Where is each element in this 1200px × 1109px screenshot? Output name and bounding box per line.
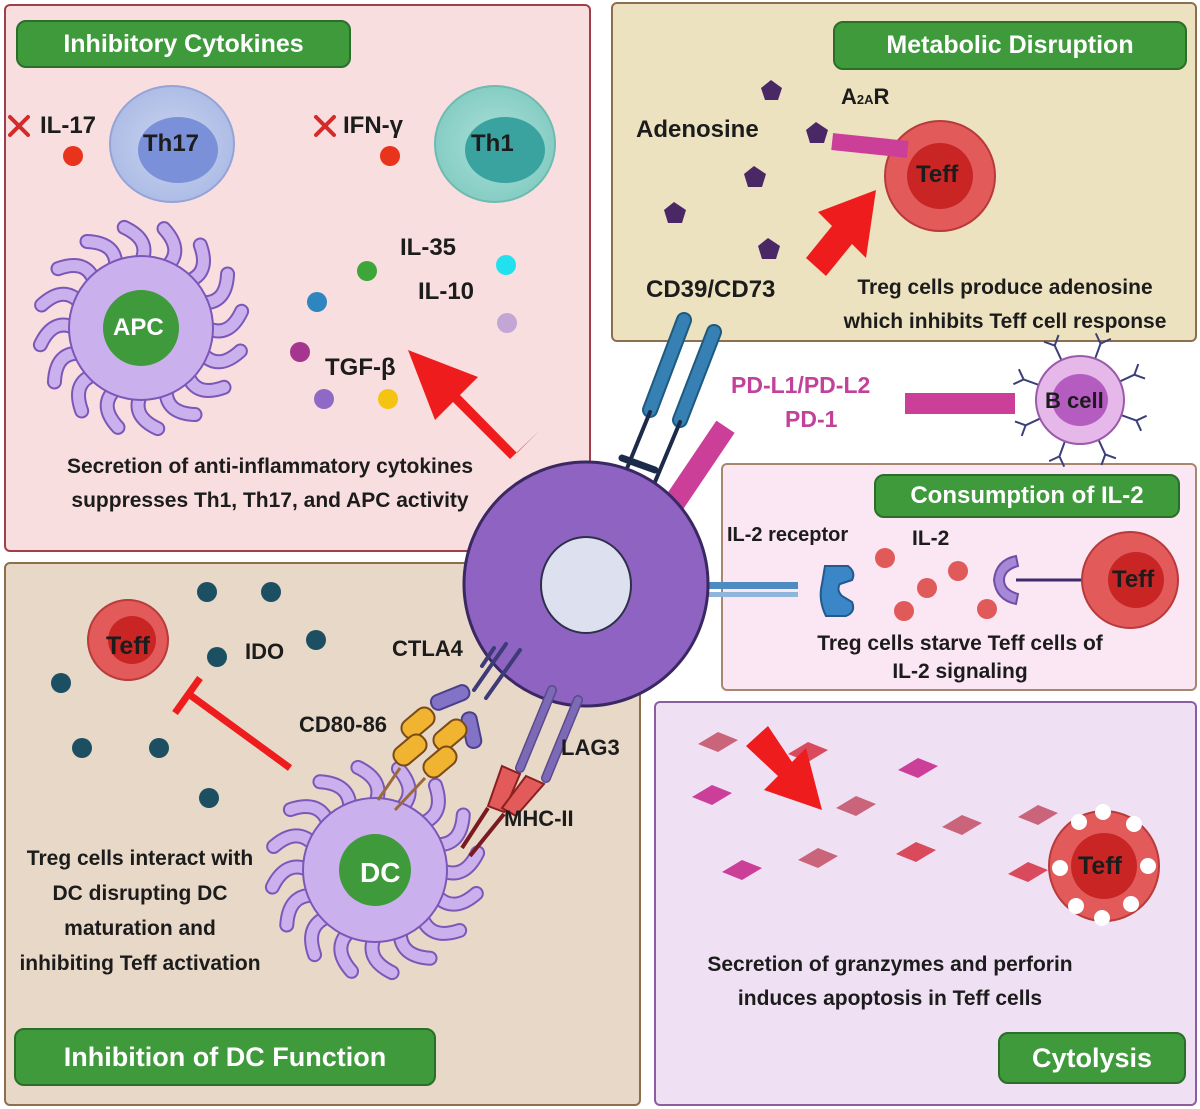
il2-receptor [819,565,855,617]
treg-cell [462,460,710,708]
cytokine-arrow [408,350,540,459]
pd1-receptor [659,420,735,518]
il35-label: IL-35 [400,234,457,261]
il2-label: IL-2 [912,527,950,550]
il17-label: IL-17 [40,112,97,139]
il2-receptor-label: IL-2 receptor [727,524,849,546]
cytolysis-caption-line2: induces apoptosis in Teff cells [737,987,1043,1010]
ifng-dot [380,146,400,166]
dc-caption-line2: DC disrupting DC [52,882,228,905]
b-cell [1012,332,1148,468]
inhibitory-cytokines-title: Inhibitory Cytokines [16,20,351,68]
th17-cell [109,85,235,203]
dc-caption-line1: Treg cells interact with [26,847,254,870]
dc-cell [264,759,486,981]
ido-label: IDO [245,639,285,664]
il2-receptor-stem [686,582,798,597]
il2-caption-line2: IL-2 signaling [892,660,1028,683]
mhc2-ligand [460,764,546,858]
teff-label-cytolysis: Teff [1078,852,1122,880]
teff-il2-receptor [992,554,1020,606]
adenosine-arrow [806,190,876,276]
cytokines-caption-line2: suppresses Th1, Th17, and APC activity [71,489,469,512]
pd1-label: PD-1 [785,406,838,432]
lag3-receptor [515,685,583,783]
inhibition-bar [172,675,293,771]
mhc2-label: MHC-II [504,806,574,831]
ctla4-receptor [429,642,522,749]
adenosine-molecules [664,80,828,259]
il17-cross-icon [8,115,30,137]
teff-cell-dc [87,599,169,681]
apc-cell [32,219,250,437]
dc-label: DC [360,857,401,888]
dc-function-title: Inhibition of DC Function [14,1028,436,1086]
cytolysis-arrow [746,726,822,810]
teff-label-metabolic: Teff [916,161,959,188]
il10-label: IL-10 [418,278,475,305]
metabolic-disruption-title: Metabolic Disruption [833,21,1187,70]
teff-cell-metabolic [884,120,996,232]
metabolic-caption-line2: which inhibits Teff cell response [843,310,1167,333]
cytolysis-title: Cytolysis [998,1032,1186,1084]
cytokines-caption-line1: Secretion of anti-inflammatory cytokines [66,455,474,478]
ctla4-label: CTLA4 [392,636,463,661]
pdl-ligand [905,393,1015,414]
teff-label-il2: Teff [1112,566,1155,593]
ifng-cross-icon [314,115,336,137]
il2-caption-line1: Treg cells starve Teff cells of [817,632,1103,655]
il2-molecules [875,548,997,621]
dc-caption-line3: maturation and [64,917,216,940]
tgfb-label: TGF-β [325,354,396,381]
teff-cell-il2 [1081,531,1179,629]
ifng-label: IFN-γ [343,112,403,139]
cd80-86-ligand [376,706,468,812]
th1-label: Th1 [471,130,514,157]
th17-label: Th17 [143,130,200,157]
cytokine-dots [290,255,517,409]
cd39-cd73-receptor [610,312,722,515]
teff-label-dc: Teff [106,632,150,660]
teff-cell-cytolysis [1048,804,1160,926]
cd39-cd73-label: CD39/CD73 [646,276,776,303]
consumption-il2-title: Consumption of IL-2 [874,474,1180,518]
adenosine-label: Adenosine [636,116,759,143]
a2ar-receptor [831,133,909,158]
lag3-label: LAG3 [561,735,620,760]
bcell-label: B cell [1045,388,1104,413]
dc-caption-line4: inhibiting Teff activation [19,952,261,975]
ido-dots [51,582,326,808]
cd80-86-label: CD80-86 [299,712,388,737]
granzyme-particles [692,732,1058,882]
il17-dot [63,146,83,166]
pdl-label: PD-L1/PD-L2 [731,372,871,398]
metabolic-caption-line1: Treg cells produce adenosine [857,276,1153,299]
apc-label: APC [113,314,164,341]
cytolysis-caption-line1: Secretion of granzymes and perforin [707,953,1073,976]
a2ar-label: A2AR [841,84,890,109]
th1-cell [434,85,556,203]
